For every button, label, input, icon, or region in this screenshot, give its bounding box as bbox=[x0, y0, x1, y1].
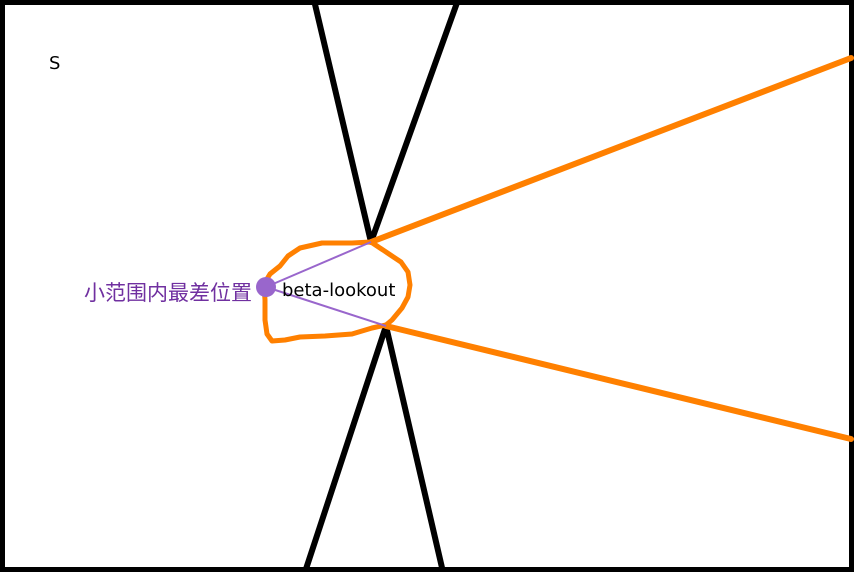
black-line-upper-left bbox=[311, 0, 374, 243]
black-cross-lines bbox=[302, 0, 461, 572]
purple-connectors bbox=[265, 241, 387, 327]
black-line-upper-right bbox=[368, 0, 461, 244]
point-label: 小范围内最差位置 bbox=[84, 281, 252, 305]
corner-label: S bbox=[49, 53, 60, 74]
black-line-lower-right bbox=[383, 325, 446, 572]
purple-line-lower bbox=[265, 286, 387, 327]
orange-rays bbox=[368, 55, 854, 442]
black-line-lower-left bbox=[302, 325, 389, 572]
beta-lookout-region bbox=[261, 239, 413, 344]
orange-ray-lower bbox=[383, 323, 854, 442]
orange-ray-upper bbox=[368, 55, 854, 245]
region-label: beta-lookout bbox=[282, 280, 395, 301]
purple-line-upper bbox=[265, 241, 372, 288]
worst-position-point bbox=[256, 277, 276, 297]
